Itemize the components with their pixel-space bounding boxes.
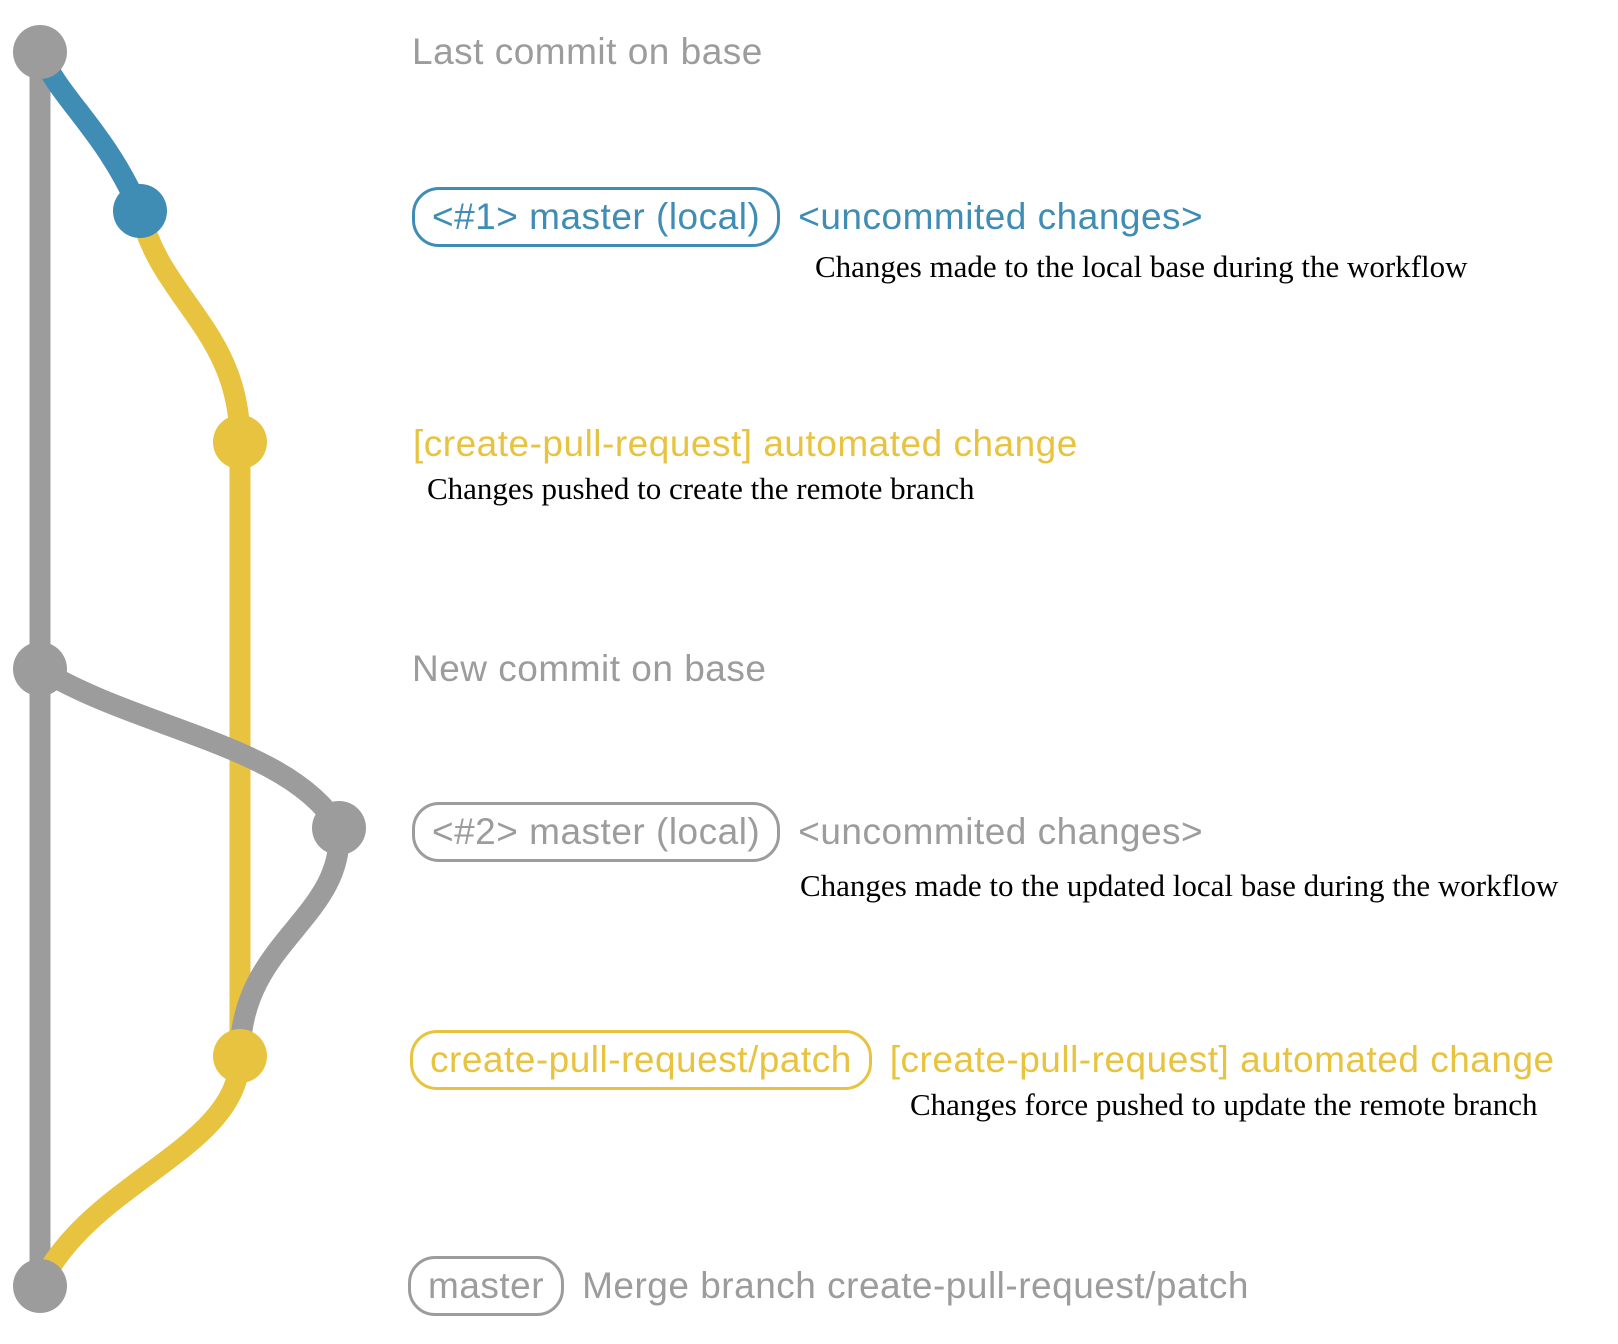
- row-patch-commit-2: create-pull-request/patch [create-pull-r…: [410, 1030, 1555, 1090]
- commit-node-patch-commit-1: [213, 415, 267, 469]
- branch-badge-master: master: [408, 1256, 565, 1316]
- row-new-commit: New commit on base: [412, 648, 766, 690]
- last-commit-label: Last commit on base: [412, 31, 763, 72]
- description-local-2: Changes made to the updated local base d…: [800, 868, 1559, 903]
- local-branch-line-1: [30, 47, 150, 216]
- commit-node-new-commit-on-base: [13, 642, 67, 696]
- local-branch-line-2: [34, 660, 350, 1057]
- commit-message-merge: Merge branch create-pull-request/patch: [582, 1265, 1249, 1306]
- commit-node-last-commit-on-base: [13, 25, 67, 79]
- row-patch-commit-1: [create-pull-request] automated change: [413, 423, 1078, 465]
- commit-message-local-2: <uncommited changes>: [798, 811, 1204, 852]
- commit-message-local-1: <uncommited changes>: [798, 196, 1204, 237]
- description-patch-1: Changes pushed to create the remote bran…: [427, 471, 975, 506]
- row-local-commit-2: <#2> master (local) <uncommited changes>: [412, 802, 1203, 862]
- row-merge-commit: master Merge branch create-pull-request/…: [408, 1256, 1249, 1316]
- row-local-commit-1: <#1> master (local) <uncommited changes>: [412, 187, 1203, 247]
- branch-badge-patch: create-pull-request/patch: [410, 1030, 872, 1090]
- commit-node-local-commit-2: [312, 801, 366, 855]
- description-patch-2: Changes force pushed to update the remot…: [910, 1087, 1538, 1122]
- row-last-commit: Last commit on base: [412, 31, 763, 73]
- commit-message-patch-2: [create-pull-request] automated change: [889, 1039, 1555, 1080]
- commit-node-local-commit-1: [113, 184, 167, 238]
- branch-badge-master-local-2: <#2> master (local): [412, 802, 781, 862]
- new-commit-label: New commit on base: [412, 648, 767, 689]
- commit-node-merge-commit: [13, 1259, 67, 1313]
- description-local-1: Changes made to the local base during th…: [815, 249, 1468, 284]
- branch-badge-master-local-1: <#1> master (local): [412, 187, 781, 247]
- commit-message-patch-1: [create-pull-request] automated change: [413, 423, 1078, 464]
- commit-node-patch-commit-2: [213, 1029, 267, 1083]
